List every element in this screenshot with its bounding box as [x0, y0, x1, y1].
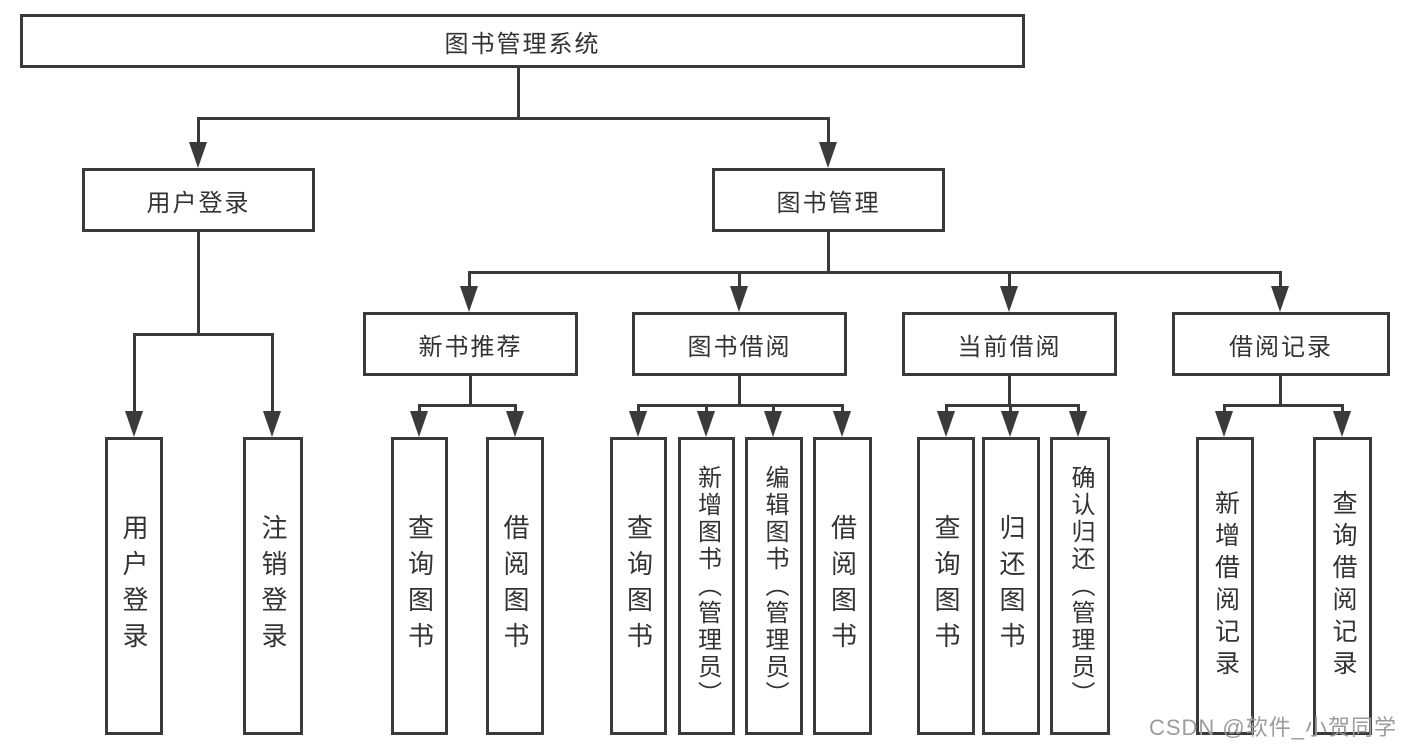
- connector-drop: [738, 271, 741, 288]
- leaf-label: 注销登录: [258, 514, 288, 658]
- leaf-borrow-book-1: 借阅图书: [486, 437, 544, 735]
- leaf-query-book-1: 查询图书: [391, 437, 448, 735]
- arrowhead-icon: [764, 411, 782, 437]
- connector-drop: [1008, 271, 1011, 288]
- connector-drop: [1279, 271, 1282, 288]
- connector-bookmgmt-bar: [468, 271, 1282, 274]
- arrowhead-icon: [189, 142, 207, 168]
- arrowhead-icon: [1215, 411, 1233, 437]
- leaf-add-borrow-record: 新增借阅记录: [1196, 437, 1254, 735]
- connector-drop: [133, 333, 136, 413]
- arrowhead-icon: [1069, 411, 1087, 437]
- leaf-label: 确认归还（管理员）: [1067, 464, 1094, 708]
- connector-root-stem: [517, 68, 520, 118]
- arrowhead-icon: [819, 142, 837, 168]
- leaf-label: 借阅图书: [500, 514, 530, 658]
- arrowhead-icon: [1001, 411, 1019, 437]
- connector-drop: [1223, 404, 1226, 413]
- connector-drop-book-mgmt: [827, 117, 830, 144]
- connector-currentborrow-stem: [1008, 376, 1011, 406]
- connector-borrowrecord-bar: [1223, 404, 1344, 407]
- node-current-borrow: 当前借阅: [902, 312, 1117, 376]
- arrowhead-icon: [1000, 286, 1018, 312]
- csdn-watermark: CSDN @软件_小贺同学: [1148, 715, 1397, 740]
- leaf-label: 借阅图书: [827, 514, 858, 658]
- connector-drop: [1077, 404, 1080, 413]
- arrowhead-icon: [1333, 411, 1351, 437]
- connector-drop: [468, 271, 471, 288]
- connector-root-bar: [197, 117, 830, 120]
- connector-drop: [772, 404, 775, 413]
- leaf-label: 查询借阅记录: [1329, 490, 1357, 682]
- arrowhead-icon: [629, 411, 647, 437]
- leaf-edit-book-admin: 编辑图书（管理员）: [745, 437, 803, 735]
- arrowhead-icon: [506, 411, 524, 437]
- node-book-borrow: 图书借阅: [632, 312, 847, 376]
- connector-drop: [637, 404, 640, 413]
- leaf-user-login: 用户登录: [105, 437, 163, 735]
- arrowhead-icon: [1271, 286, 1289, 312]
- leaf-label: 归还图书: [996, 514, 1026, 658]
- node-borrow-record: 借阅记录: [1172, 312, 1390, 376]
- arrowhead-icon: [937, 411, 955, 437]
- connector-bookmgmt-stem: [827, 232, 830, 273]
- leaf-label: 查询图书: [931, 514, 961, 658]
- connector-drop: [514, 404, 517, 413]
- connector-bookborrow-stem: [738, 376, 741, 406]
- leaf-confirm-return-admin: 确认归还（管理员）: [1050, 437, 1110, 735]
- arrowhead-icon: [263, 411, 281, 437]
- arrowhead-icon: [833, 411, 851, 437]
- connector-drop: [1341, 404, 1344, 413]
- leaf-label: 用户登录: [119, 514, 149, 658]
- arrowhead-icon: [697, 411, 715, 437]
- leaf-query-borrow-record: 查询借阅记录: [1313, 437, 1372, 735]
- leaf-query-book-3: 查询图书: [917, 437, 975, 735]
- node-book-management: 图书管理: [712, 168, 945, 232]
- connector-userlogin-bar: [133, 333, 274, 336]
- connector-drop-user-login: [197, 117, 200, 144]
- connector-drop: [705, 404, 708, 413]
- connector-drop: [841, 404, 844, 413]
- connector-currentborrow-bar: [945, 404, 1080, 407]
- leaf-label: 编辑图书（管理员）: [761, 464, 788, 708]
- connector-drop: [271, 333, 274, 413]
- leaf-borrow-book-2: 借阅图书: [813, 437, 872, 735]
- arrowhead-icon: [125, 411, 143, 437]
- arrowhead-icon: [460, 286, 478, 312]
- arrowhead-icon: [410, 411, 428, 437]
- leaf-label: 新增借阅记录: [1211, 490, 1240, 682]
- connector-newbook-stem: [469, 376, 472, 406]
- connector-newbook-bar: [418, 404, 517, 407]
- leaf-return-book: 归还图书: [982, 437, 1040, 735]
- leaf-label: 查询图书: [623, 514, 654, 658]
- connector-drop: [418, 404, 421, 413]
- connector-drop: [945, 404, 948, 413]
- leaf-logout: 注销登录: [243, 437, 303, 735]
- leaf-label: 新增图书（管理员）: [693, 464, 721, 708]
- arrowhead-icon: [730, 286, 748, 312]
- leaf-query-book-2: 查询图书: [610, 437, 667, 735]
- node-new-book-recommend: 新书推荐: [363, 312, 578, 376]
- connector-userlogin-stem: [197, 232, 200, 335]
- node-root-book-management-system: 图书管理系统: [20, 14, 1025, 68]
- connector-bookborrow-bar: [637, 404, 844, 407]
- connector-borrowrecord-stem: [1279, 376, 1282, 406]
- node-user-login: 用户登录: [82, 168, 315, 232]
- leaf-add-book-admin: 新增图书（管理员）: [678, 437, 735, 735]
- leaf-label: 查询图书: [404, 514, 435, 658]
- connector-drop: [1009, 404, 1012, 413]
